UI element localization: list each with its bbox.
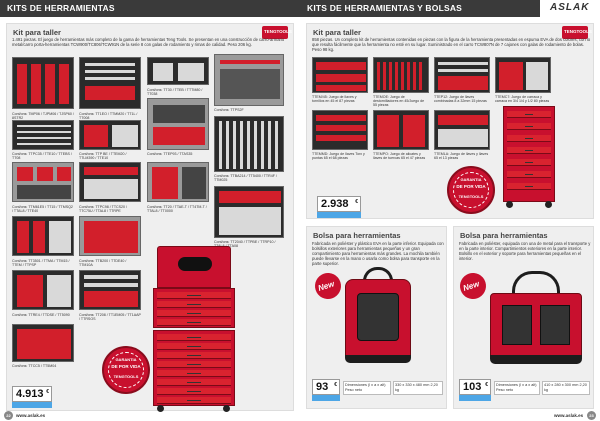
kit-drawer-image [495, 57, 551, 93]
bag1-panel: Bolsa para herramientas Fabricada en pol… [306, 226, 447, 409]
left-price-box: 4.913€ [12, 386, 52, 402]
right-header-bar: KITS DE HERRAMIENTAS Y BOLSAS ASLAK [300, 0, 600, 17]
left-brand-logo: TENGTOOLS [262, 26, 292, 39]
kit-drawer-image [147, 162, 209, 202]
wheel-icon [545, 201, 552, 208]
bag2-price-code-bar [459, 395, 491, 401]
kit-caption: Cont/ons: TMP06 / TJPM06 / TJSP60 / 8STR… [12, 112, 74, 121]
kit-drawer-image [147, 98, 209, 150]
lifetime-warranty-seal: GARANTIA DE POR VIDA TENGTOOLS [102, 346, 150, 394]
right-kit-price-code-bar [317, 212, 361, 218]
kit-caption: Cont/ons: TTRE4 / TTDSE / TT5090 [12, 313, 70, 317]
kit-caption: Cont/ons: TT3501 / TTMA / TTM15 / TTEM /… [12, 259, 70, 268]
kit-caption: TTEP12: Juego de llaves combinadas 8 a 3… [434, 95, 487, 104]
kit-drawer-image [12, 57, 74, 109]
wheel-icon [506, 201, 513, 208]
kit-drawer-image [12, 216, 74, 256]
kit-caption: TTEMMD: Juego de llaves Torx y puntas 65… [312, 152, 365, 161]
kit-caption: Cont/ons: TTCC5 / TT5M04 [12, 364, 57, 368]
kit-caption: Cont/ons: TTPC35 / TTE10 / TTEBS / TT08 [12, 152, 72, 161]
right-intro-text: 858 piezas. Un completo kit de herramien… [312, 37, 591, 52]
left-page: KITS DE HERRAMIENTAS Kit para taller TEN… [0, 0, 300, 421]
left-intro-text: 1.491 piezas. El juego de herramientas m… [12, 37, 285, 47]
kit-drawer-image [373, 57, 429, 93]
right-header-title: KITS DE HERRAMIENTAS Y BOLSAS [307, 3, 463, 13]
kit-caption: Cont/ons: TTPS2F [214, 108, 244, 112]
kit-drawer-image [312, 57, 368, 93]
kit-drawer-image [214, 54, 284, 106]
kit-drawer-image [79, 120, 141, 150]
right-kit-panel: Kit para taller TENGTOOLS 858 piezas. Un… [306, 23, 594, 219]
bag1-price-box: 93€ [312, 379, 340, 395]
bag2-panel: Bolsa para herramientas Fabricada en pol… [453, 226, 594, 409]
tool-bag-image [488, 271, 584, 367]
kit-drawer-image [12, 162, 74, 202]
right-footer-url: www.aslak.es [554, 413, 584, 418]
right-brand-logo: TENGTOOLS [562, 26, 592, 39]
new-badge: New [456, 269, 490, 303]
wheel-icon [223, 405, 230, 412]
kit-drawer-image [147, 57, 209, 85]
left-price-code-bar [12, 402, 52, 408]
kit-caption: Cont/ons: TTM61E5 / TT15 / TTMSQ2 / TTAL… [12, 205, 73, 214]
bag1-description: Fabricada en poliéster y plástico EVA en… [312, 241, 444, 266]
left-panel-title: Kit para taller [13, 28, 61, 37]
kit-drawer-image [434, 57, 490, 93]
kit-caption: Cont/ons: TT20 / TTAE-T / TT4TM-T / TTAL… [147, 205, 207, 214]
wheel-icon [157, 405, 164, 412]
bag2-spec-labels: Dimensiones (l x a x alt) Peso neto [494, 381, 540, 395]
lifetime-warranty-seal: GARANTIA DE POR VIDA TENGTOOLS [447, 166, 495, 214]
kit-caption: TTEMLA: Juego de llaves y llaves 65 el 1… [434, 152, 489, 161]
kit-caption: Cont/ons: TT30 / TTEB / TTTM80 / TT038 [147, 88, 203, 97]
bag2-spec-values: 410 x 280 x 300 mm 2,20 kg [542, 381, 590, 395]
bag1-spec-labels: Dimensiones (l x a x alt) Peso neto [343, 381, 391, 395]
backpack-image [343, 267, 413, 367]
kit-caption: Cont/ons: TTB200 / TTDE40 / TTM10A [79, 259, 127, 268]
bag2-title: Bolsa para herramientas [460, 231, 548, 240]
kit-caption: Cont/ons: TT1EO / TTMM20 / TT1L / TT008 [79, 112, 138, 121]
kit-drawer-image [12, 120, 74, 150]
kit-caption: TTEMC7: Juego de carraca y carraca en 3/… [495, 95, 550, 104]
kit-caption: TTEMPO: Juego de alicates y llaves de tu… [373, 152, 426, 161]
left-page-number: 22 [4, 411, 13, 420]
kit-drawer-image [79, 270, 141, 310]
left-header-title: KITS DE HERRAMIENTAS [7, 3, 115, 13]
kit-drawer-image [12, 324, 74, 362]
left-footer-url: www.aslak.es [16, 413, 46, 418]
kit-caption: Cont/ons: TTBA214 / TT5400 / TTR4F / TTM… [214, 174, 277, 183]
right-kit-price-box: 2.938€ [317, 196, 361, 212]
tool-chest-middle [153, 288, 235, 328]
bag1-price-code-bar [312, 395, 340, 401]
kit-drawer-image [79, 216, 141, 256]
left-kit-panel: Kit para taller TENGTOOLS 1.491 piezas. … [6, 23, 294, 412]
kit-drawer-image [79, 162, 141, 202]
kit-caption: Cont/ons: TTP BE / TTEM20 / TTLM390 / TT… [79, 152, 127, 161]
kit-caption: TTEMOE: Juego de destornilladores en 45/… [373, 95, 425, 108]
kit-drawer-image [79, 57, 141, 109]
kit-caption: Cont/ons: TTEP93 / TTAS35 [147, 152, 193, 156]
tool-chest-cabinet [153, 330, 235, 406]
kit-drawer-image [12, 270, 74, 310]
kit-caption: TTEM/45: Juego de llaves y tornillos en … [312, 95, 357, 104]
aslak-logo: ASLAK [540, 0, 600, 17]
right-panel-title: Kit para taller [313, 28, 361, 37]
left-header-bar: KITS DE HERRAMIENTAS [0, 0, 300, 17]
kit-drawer-image [312, 110, 368, 150]
kit-caption: Cont/ons: TT208 / TT1EM05 / TT1AAP / TTR… [79, 313, 141, 322]
bag1-spec-values: 330 x 330 x 480 mm 2,20 kg [393, 381, 443, 395]
bag1-title: Bolsa para herramientas [313, 231, 401, 240]
tool-trolley [503, 106, 555, 202]
kit-drawer-image [214, 186, 284, 238]
bag2-price-box: 103€ [459, 379, 491, 395]
kit-drawer-image [214, 116, 284, 172]
kit-caption: Cont/ons: TTPC98 / TTCS20 / TTC75U / TTA… [79, 205, 128, 214]
kit-drawer-image [434, 110, 490, 150]
tool-chest-top [157, 246, 231, 288]
new-badge: New [311, 269, 345, 303]
bag2-description: Fabricada en poliéster, equipada con una… [459, 241, 591, 261]
kit-drawer-image [373, 110, 429, 150]
right-page: KITS DE HERRAMIENTAS Y BOLSAS ASLAK Kit … [300, 0, 600, 421]
right-page-number: 23 [587, 411, 596, 420]
